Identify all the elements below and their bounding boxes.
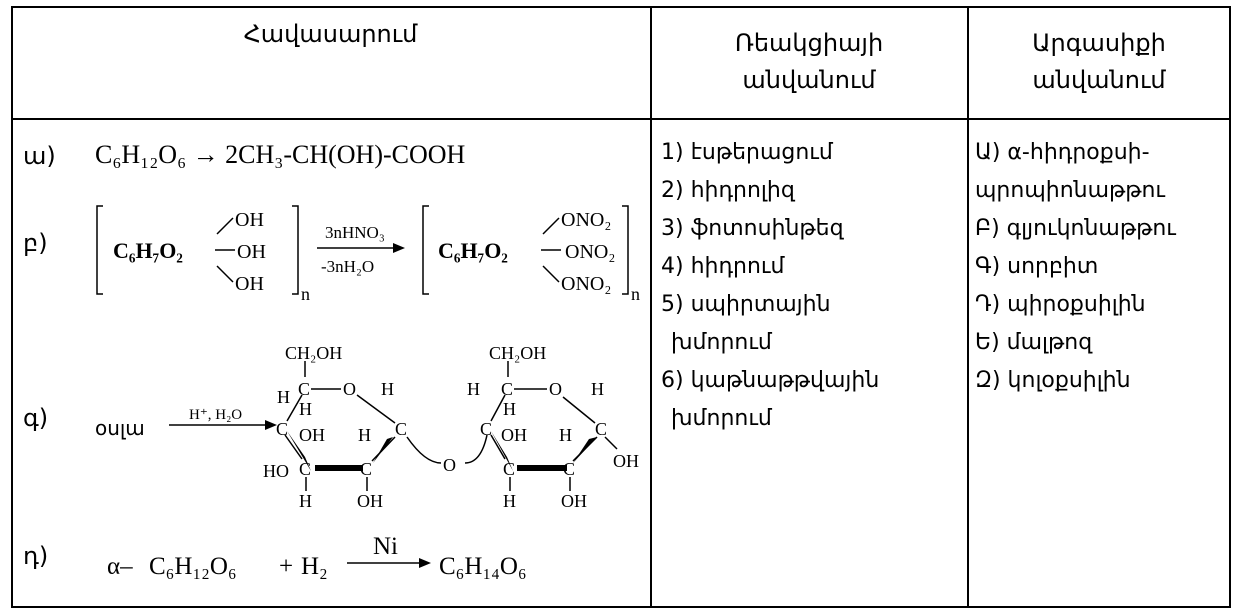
ring1-h-right: H — [381, 379, 394, 399]
ring2-c-left: C — [480, 419, 492, 439]
ring1-c-bl: C — [299, 459, 311, 479]
plus-sign: + — [279, 553, 293, 580]
right-subscript: n — [631, 284, 640, 304]
table-border-left — [11, 6, 13, 608]
ring2-c-bl: C — [503, 459, 515, 479]
product-name-2: Բ) գլյուկոնաթթու — [975, 216, 1176, 241]
ring1-ho: HO — [263, 461, 289, 481]
reactant-hydrogen: H₂ — [301, 553, 328, 580]
matching-table: Հավասարում Ռեակցիայի անվանում Արգասիքի ա… — [11, 6, 1231, 608]
ring1-c-right: C — [395, 419, 407, 439]
ring2-h-inner: H — [503, 399, 516, 419]
product-name-3: Գ) սորբիտ — [975, 254, 1099, 279]
header-reaction-name: Ռեակցիայի անվանում — [651, 6, 967, 118]
ring2-c-br: C — [563, 459, 575, 479]
hydrolysis-conditions: H⁺, H₂O — [189, 407, 242, 423]
ring1-c-top: C — [298, 379, 310, 399]
ring1-h-bottom: H — [299, 491, 312, 511]
header-divider — [11, 118, 1231, 120]
ring1-o: O — [343, 379, 356, 399]
right-group-2: ONO₂ — [565, 241, 615, 263]
starch-label: օսլա — [95, 416, 145, 440]
row-letter-d: դ) — [23, 542, 49, 570]
ring2-o: O — [549, 379, 562, 399]
product-name-6: Զ) կոլօքսիլին — [975, 368, 1131, 393]
alpha-prefix: α– — [107, 553, 133, 580]
right-group-3: ONO₂ — [561, 273, 611, 295]
product-names-list: Ա) α-հիդրօքսի- պրոպիոնաթթու Բ) գլյուկոնա… — [975, 136, 1176, 398]
header-product-name-line2: անվանում — [1032, 66, 1166, 94]
column-divider-2 — [967, 6, 969, 608]
ring1-h-left: H — [277, 387, 290, 407]
header-reaction-name-line1: Ռեակցիայի — [734, 29, 884, 57]
equation-d: α– C₆H₁₂O₆ + H₂ Ni C₆H₁₄O₆ — [107, 533, 527, 580]
ring2-ch2oh: CH₂OH — [489, 343, 546, 363]
row-letter-c: գ) — [23, 404, 49, 432]
equation-b: C₆H₇O₂ OH OH OH n 3nHNO₃ -3nH₂O C₆H₇O₂ O… — [96, 205, 640, 304]
product-name-4: Դ) պիրօքսիլին — [975, 292, 1146, 317]
header-reaction-name-line2: անվանում — [742, 66, 876, 94]
equation-a: C₆H₁₂O₆ → 2CH₃-CH(OH)-COOH — [95, 140, 466, 169]
row-letter-a: ա) — [23, 142, 56, 170]
reaction-name-5: 5) սպիրտային — [661, 292, 831, 317]
right-group-1: ONO₂ — [561, 209, 611, 231]
ring2-h-mid: H — [559, 425, 572, 445]
bridge-o: O — [443, 455, 456, 475]
table-border-right — [1229, 6, 1231, 608]
product-name-1-cont: պրոպիոնաթթու — [975, 178, 1165, 203]
catalyst-ni: Ni — [373, 533, 398, 560]
left-group-3: OH — [235, 273, 264, 295]
ring1-c-br: C — [360, 459, 372, 479]
left-group-2: OH — [237, 241, 266, 263]
table-border-top — [11, 6, 1231, 8]
table-border-bottom — [11, 606, 1231, 608]
ring2-c-top: C — [501, 379, 513, 399]
header-product-name: Արգասիքի անվանում — [968, 6, 1230, 118]
reaction-name-2: 2) հիդրոլիզ — [661, 178, 795, 203]
header-product-name-line1: Արգասիքի — [1032, 29, 1166, 57]
ring2-oh-inner: OH — [501, 425, 527, 445]
reagent-bottom: -3nH₂O — [321, 257, 374, 276]
product-name-5: Ե) մալթոզ — [975, 330, 1093, 355]
row-letter-b: բ) — [23, 229, 48, 257]
product-name-1: Ա) α-հիդրօքսի- — [975, 140, 1150, 165]
right-core: C₆H₇O₂ — [438, 238, 508, 263]
ring2-c-right: C — [595, 419, 607, 439]
reaction-name-5-cont: խմորում — [671, 330, 772, 355]
left-group-1: OH — [235, 209, 264, 231]
reaction-name-4: 4) հիդրում — [661, 254, 785, 279]
ring2-h-right: H — [591, 379, 604, 399]
reactant-glucose: C₆H₁₂O₆ — [149, 553, 237, 580]
reaction-names-list: 1) էսթերացում 2) հիդրոլիզ 3) ֆոտոսինթեզ … — [661, 136, 879, 436]
equation-c: օսլա H⁺, H₂O CH₂OH C O H H H C C OH H HO… — [95, 343, 639, 511]
left-subscript: n — [301, 284, 310, 304]
ring1-oh-inner: OH — [299, 425, 325, 445]
reaction-name-6-cont: խմորում — [671, 406, 772, 431]
product-sorbitol: C₆H₁₄O₆ — [439, 553, 527, 580]
ring1-ch2oh: CH₂OH — [285, 343, 342, 363]
reagent-top: 3nHNO₃ — [325, 223, 385, 242]
ring1-c-left: C — [276, 419, 288, 439]
ring2-h-bottom: H — [503, 491, 516, 511]
header-equation: Հավասարում — [11, 6, 650, 118]
reaction-name-3: 3) ֆոտոսինթեզ — [661, 216, 844, 241]
ring1-h-inner: H — [299, 399, 312, 419]
ring2-oh-bottom: OH — [561, 491, 587, 511]
column-divider-1 — [650, 6, 652, 608]
ring1-oh-bottom: OH — [357, 491, 383, 511]
left-core: C₆H₇O₂ — [113, 238, 183, 263]
ring2-h-left: H — [467, 379, 480, 399]
reaction-name-6: 6) կաթնաթթվային — [661, 368, 880, 393]
ring1-h-mid: H — [358, 425, 371, 445]
reaction-name-1: 1) էսթերացում — [661, 140, 833, 165]
header-equation-text: Հավասարում — [243, 20, 418, 48]
ring2-oh-end: OH — [613, 451, 639, 471]
